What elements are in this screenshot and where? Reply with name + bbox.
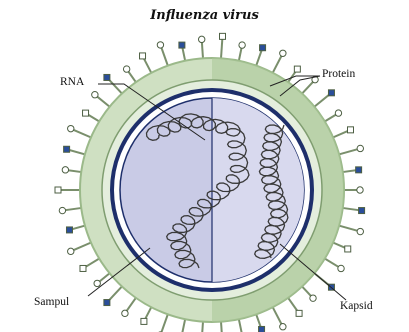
protein-spike-head (80, 265, 86, 271)
protein-spike-head (335, 110, 341, 116)
protein-spike-head (294, 66, 300, 72)
protein-spike-head (122, 310, 128, 316)
protein-spike-head (345, 246, 351, 252)
protein-spike-head (239, 42, 245, 48)
protein-spike-head (280, 324, 286, 330)
protein-spike-head (55, 187, 61, 193)
protein-spike-head (83, 110, 89, 116)
protein-spike-head (338, 265, 344, 271)
protein-spike-head (62, 167, 68, 173)
protein-spike-head (259, 326, 265, 332)
protein-spike-head (356, 167, 362, 173)
protein-spike-head (220, 33, 226, 39)
protein-spike-head (104, 300, 110, 306)
protein-spike-head (59, 207, 65, 213)
protein-spike-head (310, 295, 316, 301)
protein-spike-head (357, 187, 363, 193)
label-sampul: Sampul (34, 296, 69, 308)
protein-spike-head (92, 92, 98, 98)
protein-spike-head (357, 228, 363, 234)
protein-spike-head (347, 127, 353, 133)
protein-spike-head (198, 36, 204, 42)
protein-spike-head (64, 146, 70, 152)
protein-spike-head (104, 74, 110, 80)
protein-spike-head (94, 280, 100, 286)
protein-spike-head (280, 50, 286, 56)
label-kapsid: Kapsid (340, 300, 373, 312)
protein-spike-head (141, 318, 147, 324)
protein-spike-head (157, 42, 163, 48)
protein-spike-head (296, 310, 302, 316)
protein-spike-head (359, 208, 365, 214)
protein-spike-head (357, 145, 363, 151)
protein-spike-head (179, 42, 185, 48)
protein-spike-head (260, 45, 266, 51)
protein-spike-head (123, 66, 129, 72)
protein-spike-head (140, 53, 146, 59)
protein-spike-head (328, 90, 334, 96)
label-protein: Protein (322, 68, 355, 80)
label-rna: RNA (60, 76, 84, 88)
protein-spike-head (68, 248, 74, 254)
protein-spike-head (66, 227, 72, 233)
protein-spike-head (68, 125, 74, 131)
